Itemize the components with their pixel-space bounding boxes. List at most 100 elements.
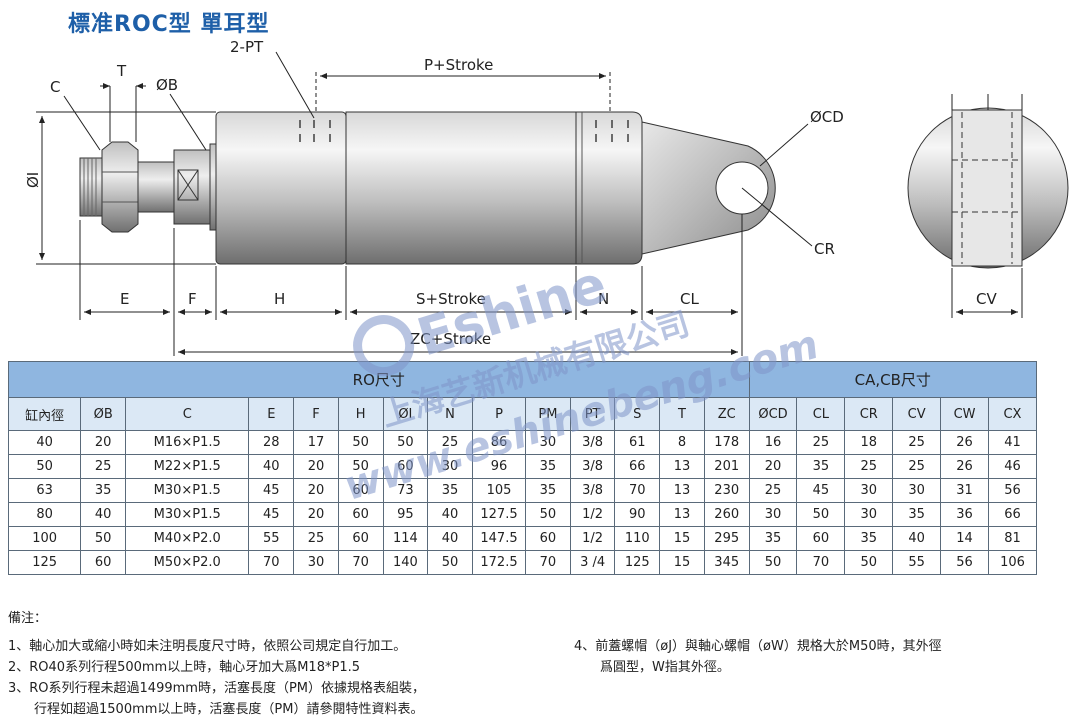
- table-cell: 50: [382, 430, 429, 455]
- table-cell: M30×P1.5: [125, 502, 250, 527]
- table-cell: 15: [659, 526, 705, 551]
- table-cell: 20: [293, 502, 339, 527]
- table-cell: 25: [427, 430, 473, 455]
- table-cell: 41: [987, 430, 1038, 455]
- table-cell: 20: [748, 454, 798, 479]
- table-cell: 3/8: [569, 430, 616, 455]
- table-cell: 31: [940, 478, 989, 503]
- table-cell: 60: [525, 526, 571, 551]
- port-marks: [299, 120, 629, 142]
- table-cell: 45: [796, 478, 846, 503]
- table-cell: 295: [703, 526, 750, 551]
- col-header: CV: [892, 397, 942, 431]
- table-cell: 125: [7, 550, 82, 575]
- table-cell: 3 /4: [569, 550, 616, 575]
- label-p-stroke: P+Stroke: [424, 56, 493, 74]
- label-2pt: 2-PT: [230, 38, 264, 56]
- table-cell: 105: [471, 478, 527, 503]
- note-4: 4、前蓋螺帽（øJ）與軸心螺帽（øW）規格大於M50時，其外徑: [574, 639, 942, 654]
- table-cell: 96: [471, 454, 527, 479]
- label-s-stroke: S+Stroke: [416, 290, 486, 308]
- spec-table: RO尺寸 CA,CB尺寸 缸內徑 ØB C E F H ØI N P PM PT…: [7, 361, 1038, 575]
- table-cell: 35: [844, 526, 894, 551]
- table-cell: 30: [427, 454, 473, 479]
- note-3-cont: 行程如超過1500mm以上時，活塞長度（PM）請參閱特性資料表。: [34, 702, 424, 717]
- table-cell: 16: [748, 430, 798, 455]
- table-cell: 345: [703, 550, 750, 575]
- table-cell: 13: [659, 454, 705, 479]
- table-cell: 50: [7, 454, 82, 479]
- label-cr: CR: [814, 240, 835, 258]
- table-cell: 61: [614, 430, 661, 455]
- table-cell: 13: [659, 502, 705, 527]
- table-cell: 70: [525, 550, 571, 575]
- label-c: C: [50, 78, 60, 96]
- table-cell: 35: [748, 526, 798, 551]
- table-cell: 172.5: [471, 550, 527, 575]
- table-cell: 40: [892, 526, 942, 551]
- table-cell: 45: [248, 478, 295, 503]
- cylinder-drawing: 2-PT C T ØB ØI P+Stroke ØCD CR E F H S+S…: [24, 38, 1069, 356]
- col-header: P: [471, 397, 527, 431]
- table-cell: 63: [7, 478, 82, 503]
- table-cell: 20: [293, 454, 339, 479]
- col-header: F: [293, 397, 339, 431]
- rear-head: [575, 111, 643, 265]
- col-header: ØB: [80, 397, 127, 431]
- table-cell: 178: [703, 430, 750, 455]
- front-nut: [173, 143, 219, 231]
- hex-nut: [101, 141, 139, 233]
- table-cell: 100: [7, 526, 82, 551]
- table-cell: 30: [844, 502, 894, 527]
- label-e: E: [120, 290, 129, 308]
- table-cell: 230: [703, 478, 750, 503]
- table-cell: 90: [614, 502, 661, 527]
- table-cell: 50: [748, 550, 798, 575]
- label-h: H: [274, 290, 285, 308]
- table-cell: 147.5: [471, 526, 527, 551]
- table-cell: 36: [940, 502, 989, 527]
- table-cell: M16×P1.5: [125, 430, 250, 455]
- table-cell: M50×P2.0: [125, 550, 250, 575]
- table-cell: M22×P1.5: [125, 454, 250, 479]
- note-1: 1、軸心加大或縮小時如未注明長度尺寸時，依照公司規定自行加工。: [8, 639, 407, 654]
- table-cell: 20: [80, 430, 127, 455]
- notes-heading: 備注：: [8, 611, 48, 626]
- col-header: CW: [940, 397, 989, 431]
- label-t: T: [116, 62, 127, 80]
- barrel: [345, 111, 577, 265]
- column-header-row: 缸內徑 ØB C E F H ØI N P PM PT S T ZC ØCD C…: [7, 397, 1038, 431]
- table-cell: 13: [659, 478, 705, 503]
- table-cell: 3/8: [569, 454, 616, 479]
- table-cell: 127.5: [471, 502, 527, 527]
- col-header: 缸內徑: [7, 397, 82, 431]
- table-cell: 30: [748, 502, 798, 527]
- table-cell: 66: [987, 502, 1038, 527]
- table-cell: 30: [293, 550, 339, 575]
- table-cell: 55: [892, 550, 942, 575]
- table-cell: 50: [844, 550, 894, 575]
- note-2: 2、RO40系列行程500mm以上時，軸心牙加大爲M18*P1.5: [8, 660, 360, 675]
- table-cell: 17: [293, 430, 339, 455]
- label-n: N: [598, 290, 609, 308]
- front-head: [215, 111, 347, 265]
- rod-thread: [79, 157, 103, 217]
- col-header: T: [659, 397, 705, 431]
- table-cell: 25: [293, 526, 339, 551]
- col-header: E: [248, 397, 295, 431]
- table-cell: 50: [80, 526, 127, 551]
- col-header: ØI: [382, 397, 429, 431]
- table-cell: 81: [987, 526, 1038, 551]
- table-cell: 110: [614, 526, 661, 551]
- table-cell: 50: [796, 502, 846, 527]
- piston-rod: [137, 161, 177, 213]
- table-cell: M40×P2.0: [125, 526, 250, 551]
- table-cell: 106: [987, 550, 1038, 575]
- table-cell: 30: [892, 478, 942, 503]
- table-cell: 60: [80, 550, 127, 575]
- table-cell: 18: [844, 430, 894, 455]
